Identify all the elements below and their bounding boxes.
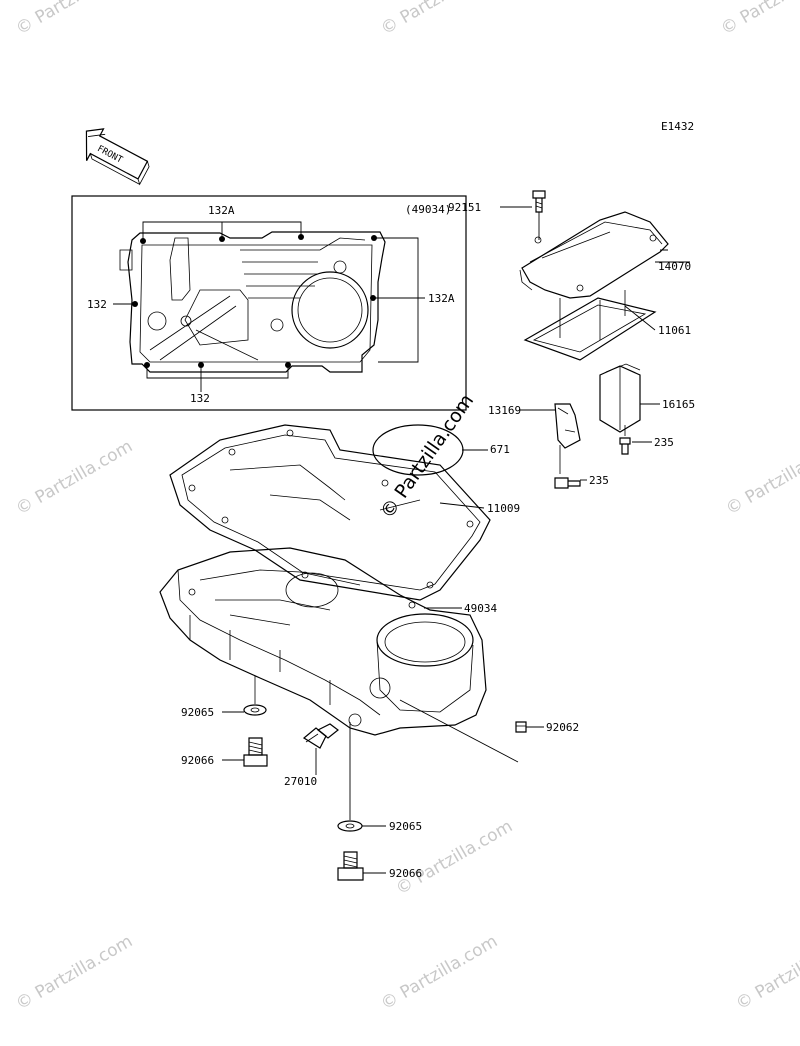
inset-leaders [113,221,425,392]
watermark-text: © Partzilla.com [13,931,137,1014]
label-16165: 16165 [662,398,695,411]
label-132-bottom: 132 [190,392,210,405]
breather-gasket-11061 [523,297,657,361]
label-92066-bottom: 92066 [389,867,422,880]
oil-pan-49034 [159,547,487,736]
watermark-text: © Partzilla.com [378,0,502,39]
label-92065-bottom: 92065 [389,820,422,833]
watermark-text: © Partzilla.com [718,0,800,39]
plate-16165 [599,363,641,433]
screw-235-lower [554,477,581,489]
label-671: 671 [490,443,510,456]
watermark-text: © Partzilla.com [723,436,800,519]
label-92151: 92151 [448,201,481,214]
diagram-code: E1432 [661,120,694,133]
oil-pressure-switch-27010 [302,723,339,749]
breather-bolt-92151 [532,190,546,213]
oil-pan-gasket-11009 [169,424,491,601]
watermark-text: © Partzilla.com [733,931,800,1014]
drain-bolt-92066-left [243,737,268,767]
label-132A-top: 132A [208,204,235,217]
label-235-upper: 235 [654,436,674,449]
label-11061: 11061 [658,324,691,337]
watermark-text: © Partzilla.com [378,931,502,1014]
label-49034: 49034 [464,602,497,615]
label-13169: 13169 [488,404,521,417]
inset-frame [71,195,467,411]
washer-92065-left [243,704,267,716]
inset-oil-pan-bottom-view [119,231,386,373]
watermark-text: © Partzilla.com [13,436,137,519]
label-14070: 14070 [658,260,691,273]
breather-cover-14070 [519,211,669,299]
washer-92065-bottom [337,820,363,832]
label-92062: 92062 [546,721,579,734]
label-92066-left: 92066 [181,754,214,767]
front-arrow-icon: FRONT [85,128,150,186]
drain-bolt-92066-bottom [337,851,364,881]
inset-ref-label: (49034) [405,203,451,216]
label-11009: 11009 [487,502,520,515]
screw-235-upper [619,437,631,455]
label-92065-left: 92065 [181,706,214,719]
label-132-left: 132 [87,298,107,311]
watermark-text: © Partzilla.com [13,0,137,39]
plug-92062 [515,721,527,733]
label-132A-right: 132A [428,292,455,305]
label-235-lower: 235 [589,474,609,487]
bracket-13169 [554,403,581,449]
label-27010: 27010 [284,775,317,788]
